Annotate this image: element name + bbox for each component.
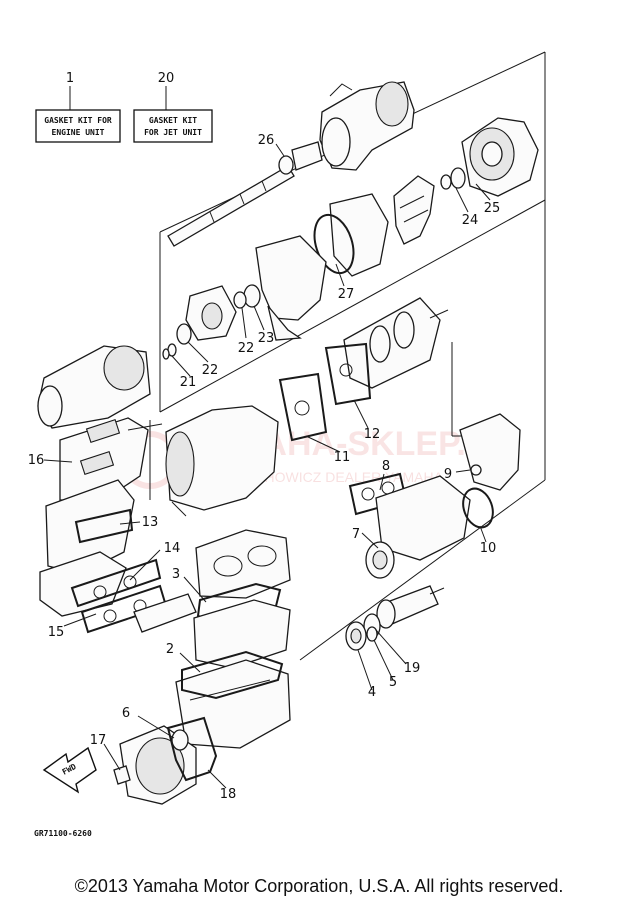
callout-4: 4 xyxy=(368,685,376,700)
callout-3: 3 xyxy=(172,567,180,582)
callout-12: 12 xyxy=(364,427,381,442)
callout-13: 13 xyxy=(142,515,159,530)
part-15-gaskets xyxy=(80,584,197,634)
fwd-arrow-icon: FWD xyxy=(42,746,97,794)
callout-8: 8 xyxy=(382,459,390,474)
part-17-plug xyxy=(113,765,131,785)
part-10-gasket xyxy=(462,487,494,529)
part-11-gasket xyxy=(278,372,328,442)
callout-5: 5 xyxy=(389,675,397,690)
part-4-5-coupler xyxy=(345,621,378,651)
crankcase xyxy=(175,659,291,749)
callout-18: 18 xyxy=(220,787,237,802)
cylinder-block xyxy=(193,599,291,669)
callout-27: 27 xyxy=(338,287,355,302)
kit-jet-line1: GASKET KIT xyxy=(149,116,197,125)
part-13-gasket xyxy=(74,508,134,544)
part-7-coupling xyxy=(365,541,395,579)
crankshaft xyxy=(343,297,449,389)
callout-21: 21 xyxy=(180,375,197,390)
callout-22a: 22 xyxy=(238,341,255,356)
leader-lines xyxy=(43,143,491,789)
impeller xyxy=(393,175,435,245)
gasket-kit-engine xyxy=(35,86,121,143)
callout-1: 1 xyxy=(66,71,74,86)
copyright-notice: ©2013 Yamaha Motor Corporation, U.S.A. A… xyxy=(74,876,564,896)
part-21-orings xyxy=(162,343,177,360)
part-6-seal xyxy=(171,729,189,751)
cylinder-head xyxy=(195,529,291,599)
callout-14: 14 xyxy=(164,541,181,556)
exhaust-manifold xyxy=(59,417,163,501)
part-24-bearing xyxy=(440,167,466,190)
callout-7: 7 xyxy=(352,527,360,542)
intake-duct xyxy=(255,235,327,341)
kit-labels: GASKET KIT FOR ENGINE UNIT GASKET KIT FO… xyxy=(44,116,202,137)
callout-19: 19 xyxy=(404,661,421,676)
drive-shaft xyxy=(167,165,295,247)
callout-16: 16 xyxy=(28,453,45,468)
callout-20: 20 xyxy=(158,71,175,86)
callout-2: 2 xyxy=(166,642,174,657)
callout-labels: 1 20 2 3 4 5 6 7 8 9 10 11 12 13 14 15 1… xyxy=(28,71,501,802)
bearing-housing xyxy=(185,285,237,341)
pump-body xyxy=(313,193,389,277)
part-14-gaskets xyxy=(70,558,162,608)
callout-22b: 22 xyxy=(202,363,219,378)
kit-jet-line2: FOR JET UNIT xyxy=(144,128,202,137)
jet-pump-housing xyxy=(319,81,415,171)
intake-manifold xyxy=(39,479,135,617)
callout-6: 6 xyxy=(122,706,130,721)
water-hose xyxy=(459,413,521,491)
exhaust-chamber xyxy=(165,405,279,517)
kit-engine-line2: ENGINE UNIT xyxy=(52,128,105,137)
part-22-23-bearings xyxy=(176,284,261,345)
part-12-gasket xyxy=(324,342,372,406)
callout-24: 24 xyxy=(462,213,479,228)
callout-17: 17 xyxy=(90,733,107,748)
callout-23: 23 xyxy=(258,331,275,346)
part-26-seal xyxy=(278,141,323,175)
callout-15: 15 xyxy=(48,625,65,640)
kit-engine-line1: GASKET KIT FOR xyxy=(44,116,112,125)
exploded-parts-diagram: YAMAHA-SKLEP.PL WOJCIECHOWICZ DEALER YAM… xyxy=(28,51,546,838)
callout-11: 11 xyxy=(334,450,351,465)
part-2-gasket xyxy=(181,650,284,700)
diagram-code: GR71100-6260 xyxy=(34,829,92,838)
callout-10: 10 xyxy=(480,541,497,556)
callout-25: 25 xyxy=(484,201,501,216)
nozzle-housing xyxy=(461,117,539,197)
muffler xyxy=(37,345,151,429)
callout-9: 9 xyxy=(444,467,452,482)
output-shaft xyxy=(376,585,445,629)
gasket-kit-jet xyxy=(133,86,213,143)
callout-26: 26 xyxy=(258,133,275,148)
